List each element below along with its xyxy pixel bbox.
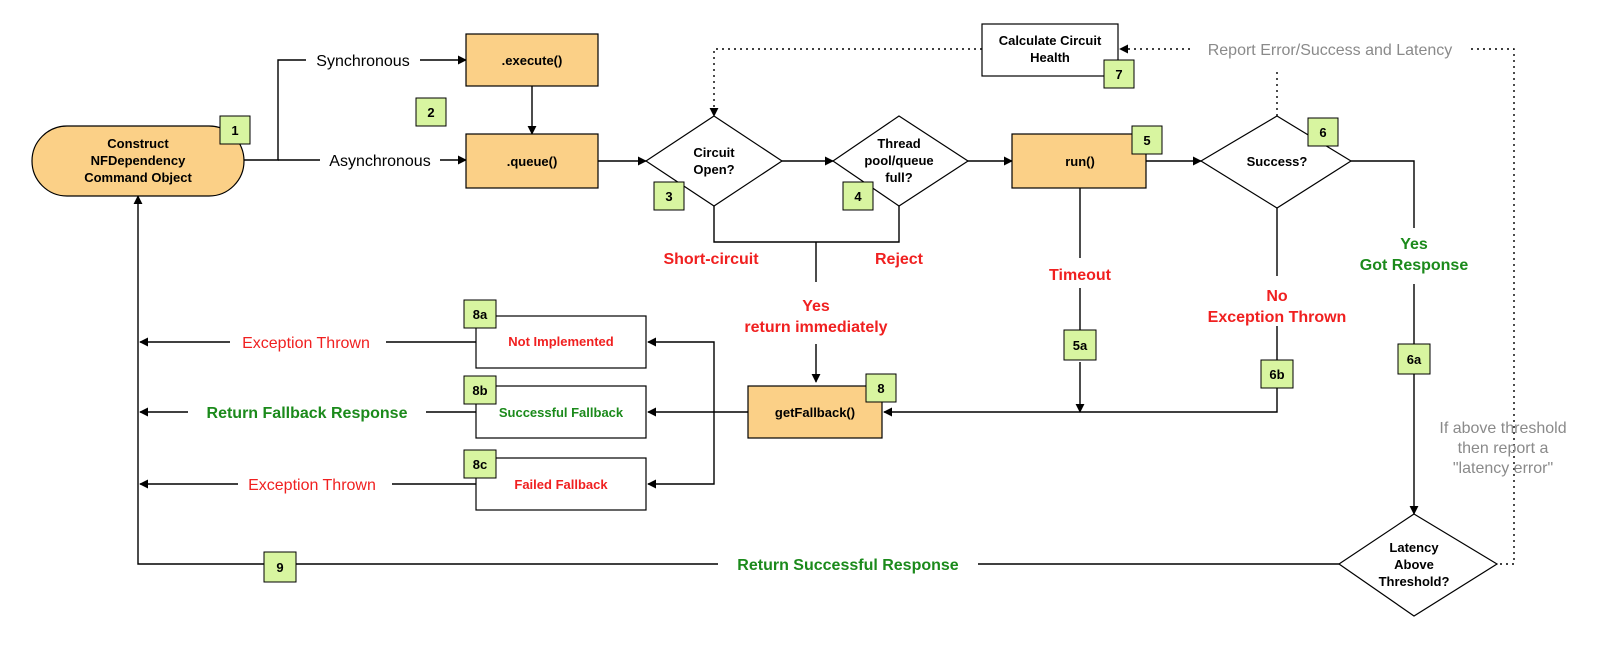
connectors: [133, 44, 1515, 565]
connector-construct-sync: [242, 59, 306, 161]
svg-text:6: 6: [1319, 125, 1326, 140]
step-badge-8a: 8a: [463, 299, 497, 329]
step-badges: 1 2 3 4 5 5a 6 6a 6b 7 8 8a 8b 8c 9: [219, 59, 1431, 583]
step-badge-6b: 6b: [1260, 359, 1294, 389]
arrow-no-to-fallback: [883, 384, 1278, 417]
connector-yes: [1351, 160, 1415, 228]
run-node: run(): [1011, 133, 1147, 189]
step-badge-9: 9: [263, 551, 297, 583]
exception-thrown-1-label: Exception Thrown: [242, 335, 370, 352]
svg-text:1: 1: [231, 123, 238, 138]
asynchronous-label: Asynchronous: [329, 153, 430, 170]
connector-short-circuit: [713, 202, 900, 243]
execute-node: .execute(): [465, 33, 599, 87]
edge-labels: Synchronous Asynchronous Short-circuit R…: [207, 42, 1567, 574]
step-badge-2: 2: [415, 97, 447, 127]
step-badge-3: 3: [653, 181, 685, 211]
svg-text:8c: 8c: [473, 457, 487, 472]
exception-thrown-2-label: Exception Thrown: [248, 477, 376, 494]
svg-text:2: 2: [427, 105, 434, 120]
svg-text:8b: 8b: [472, 383, 487, 398]
success-label: Success?: [1247, 154, 1308, 169]
synchronous-label: Synchronous: [316, 53, 409, 70]
step-badge-6: 6: [1307, 117, 1339, 147]
queue-label: .queue(): [507, 154, 558, 169]
report-label: Report Error/Success and Latency: [1208, 42, 1453, 59]
arrow-return-to-construct: [133, 195, 264, 565]
step-badge-8b: 8b: [463, 375, 497, 405]
reject-label: Reject: [875, 251, 924, 268]
step-badge-4: 4: [842, 181, 874, 211]
svg-text:7: 7: [1115, 67, 1122, 82]
successful-fallback-node: Successful Fallback: [475, 385, 647, 439]
get-fallback-label: getFallback(): [775, 405, 855, 420]
return-success-label: Return Successful Response: [737, 557, 959, 574]
execute-label: .execute(): [502, 53, 563, 68]
failed-fallback-label: Failed Fallback: [514, 477, 608, 492]
svg-text:9: 9: [276, 560, 283, 575]
step-badge-5a: 5a: [1063, 329, 1097, 361]
svg-text:8a: 8a: [473, 307, 488, 322]
short-circuit-label: Short-circuit: [663, 251, 759, 268]
svg-text:4: 4: [854, 189, 862, 204]
arrow-to-failed-fallback: [647, 412, 715, 489]
step-badge-8: 8: [865, 373, 897, 403]
return-fallback-label: Return Fallback Response: [207, 405, 408, 422]
run-label: run(): [1065, 154, 1095, 169]
svg-text:5a: 5a: [1073, 338, 1088, 353]
not-implemented-label: Not Implemented: [508, 334, 614, 349]
queue-node: .queue(): [465, 133, 599, 189]
svg-text:6a: 6a: [1407, 352, 1422, 367]
step-badge-7: 7: [1103, 59, 1135, 89]
dotted-latency-report: [1470, 48, 1515, 565]
connector-outcomes-bracket: [647, 337, 715, 412]
timeout-label: Timeout: [1049, 267, 1112, 284]
step-badge-8c: 8c: [463, 449, 497, 479]
svg-text:6b: 6b: [1269, 367, 1284, 382]
successful-fallback-label: Successful Fallback: [499, 405, 624, 420]
svg-text:3: 3: [665, 189, 672, 204]
dotted-health-to-circuit: [709, 48, 982, 117]
svg-text:8: 8: [877, 381, 884, 396]
step-badge-5: 5: [1131, 125, 1163, 155]
not-implemented-node: Not Implemented: [475, 315, 647, 369]
failed-fallback-node: Failed Fallback: [475, 457, 647, 511]
step-badge-1: 1: [219, 115, 251, 145]
get-fallback-node: getFallback(): [747, 385, 883, 439]
svg-text:5: 5: [1143, 133, 1150, 148]
step-badge-6a: 6a: [1397, 343, 1431, 375]
